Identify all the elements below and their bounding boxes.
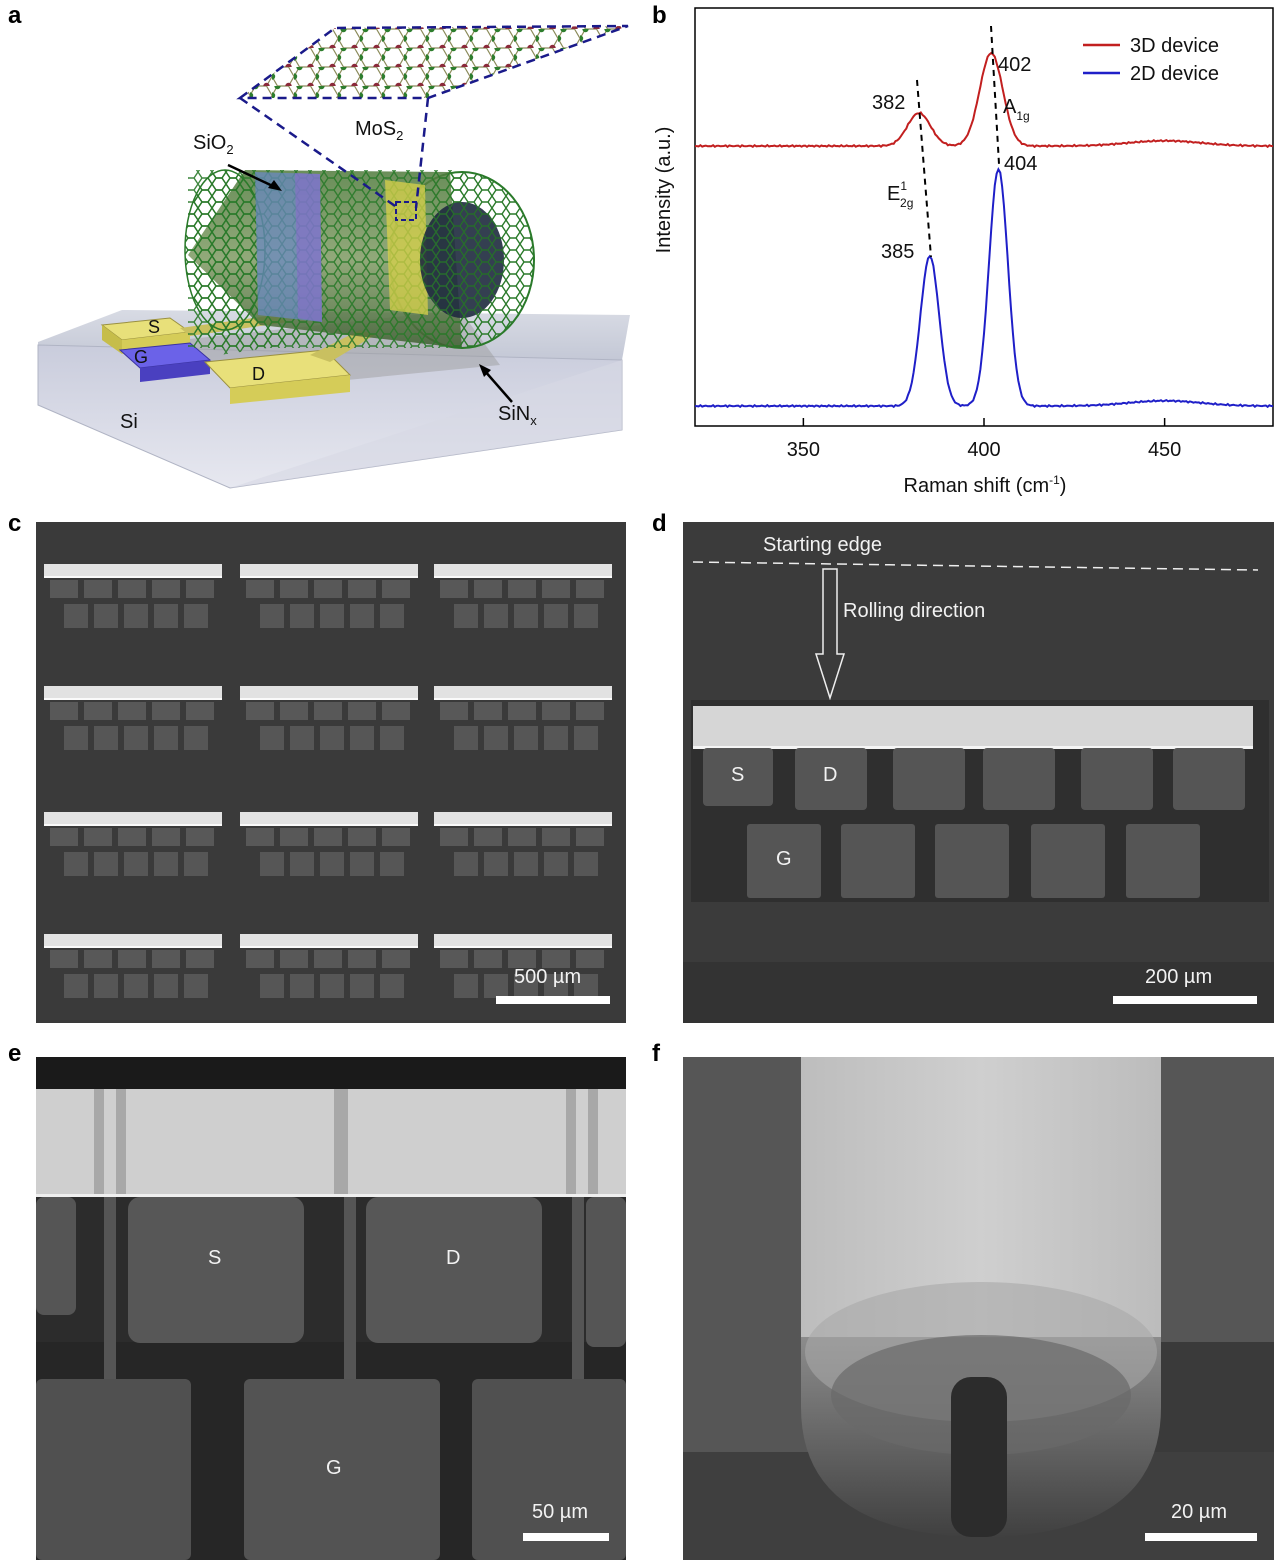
legend-label-3d: 3D device	[1130, 35, 1219, 57]
panel-label-f: f	[652, 1040, 660, 1067]
device-array-block	[44, 812, 222, 890]
device-array-block	[240, 812, 418, 890]
panel-label-b: b	[652, 2, 667, 29]
series-line-2d-device	[695, 166, 1274, 409]
label-g-e: G	[326, 1457, 342, 1479]
sem-image-c: 500 µm	[36, 522, 626, 1023]
device-schematic: MoS2 SiO2 SiNx Si S G D	[37, 24, 630, 489]
zoom-box	[395, 201, 417, 221]
panel-label-a: a	[8, 2, 22, 29]
mos2-lattice	[236, 24, 629, 100]
rolling-direction-arrow	[814, 568, 846, 701]
peak-label-402: 402	[998, 54, 1031, 76]
a1g-shift-line	[990, 25, 1000, 165]
scale-label-e: 50 µm	[532, 1501, 588, 1523]
label-drain: D	[252, 364, 265, 384]
panel-label-e: e	[8, 1040, 22, 1067]
label-sinx: SiNx	[498, 403, 537, 428]
device-array-block	[434, 812, 612, 890]
x-tick-label-400: 400	[967, 439, 1000, 461]
peak-label-382: 382	[872, 92, 905, 114]
mode-label-a1g: A1g	[1003, 96, 1030, 123]
device-array-block	[434, 564, 612, 642]
device-array-block	[240, 686, 418, 764]
schematic-panel: MoS2 SiO2 SiNx Si S G D	[30, 10, 640, 495]
starting-edge-label: Starting edge	[763, 534, 882, 556]
device-array-block	[434, 934, 612, 1012]
x-tick-label-450: 450	[1148, 439, 1181, 461]
device-array-block	[434, 686, 612, 764]
rolled-tube-d	[693, 706, 1253, 748]
panel-label-c: c	[8, 510, 22, 537]
label-si: Si	[120, 411, 138, 433]
scale-label-d: 200 µm	[1145, 966, 1213, 988]
peak-label-404: 404	[1004, 153, 1037, 175]
rolling-direction-label: Rolling direction	[843, 600, 986, 622]
scale-label-f: 20 µm	[1171, 1501, 1227, 1523]
panel-label-d: d	[652, 510, 667, 537]
label-g-d: G	[776, 848, 792, 870]
raman-chart: 350 400 450 3D device 2D device 382 402 38…	[653, 7, 1274, 497]
device-array-block	[44, 934, 222, 1012]
scale-bar-c	[496, 996, 610, 1004]
raman-chart-panel: 350 400 450 3D device 2D device 382 402 38…	[640, 0, 1280, 500]
label-s-e: S	[208, 1247, 222, 1269]
device-array-block	[240, 934, 418, 1012]
scale-bar-d	[1113, 996, 1257, 1004]
scale-bar-f	[1145, 1533, 1257, 1541]
label-mos2: MoS2	[355, 118, 403, 143]
label-s-d: S	[731, 764, 745, 786]
scale-bar-e	[523, 1533, 609, 1541]
label-gate: G	[134, 347, 148, 367]
sem-image-f: 20 µm	[683, 1057, 1274, 1560]
legend-label-2d: 2D device	[1130, 63, 1219, 85]
label-d-e: D	[446, 1247, 461, 1269]
x-tick-label-350: 350	[787, 439, 820, 461]
e2g-shift-line	[916, 79, 932, 258]
device-array-block	[44, 564, 222, 642]
label-sio2: SiO2	[193, 132, 234, 157]
sem-image-e: S D G 50 µm	[36, 1057, 626, 1560]
sem-image-d: Starting edge Rolling direction S D G 20…	[683, 522, 1274, 1023]
series-line-3d-device	[695, 51, 1274, 149]
scale-label-c: 500 µm	[514, 966, 582, 988]
y-axis-label: Intensity (a.u.)	[653, 127, 675, 254]
x-axis-label: Raman shift (cm-1)	[904, 473, 1067, 497]
label-d-d: D	[823, 764, 838, 786]
rolled-tube-e	[36, 1089, 626, 1195]
label-source: S	[148, 317, 160, 337]
device-array-block	[240, 564, 418, 642]
starting-edge-line	[692, 561, 1259, 571]
device-array-block	[44, 686, 222, 764]
peak-label-385: 385	[881, 241, 914, 263]
